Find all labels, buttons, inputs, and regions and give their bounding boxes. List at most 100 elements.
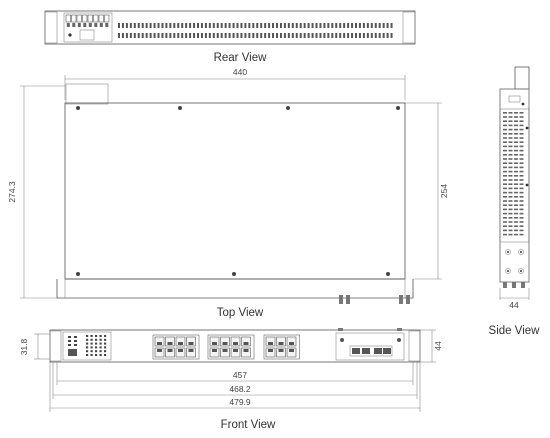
rear-vent-slot [153,33,156,38]
front-led [90,338,93,341]
side-vent-slot [514,221,518,223]
rear-vent-slot [177,33,180,38]
side-vent-slot [519,217,524,219]
side-vent-slot [508,133,513,135]
rear-vent-slot [287,33,290,38]
side-vent-slot [519,128,524,131]
front-led [86,350,89,353]
side-vent-slot [508,196,513,198]
rear-vent-slot [121,23,124,28]
rear-vent-slot [118,33,120,38]
side-vent-slot [503,233,507,236]
side-vent-slot [514,166,518,169]
side-vent-slot [503,179,507,181]
rear-vent-slot [370,23,373,28]
front-rj45-latch [167,349,173,352]
side-vent-slot [503,158,507,160]
rear-vent-slot [260,23,263,28]
side-vent-slot [508,204,513,206]
side-vent-slot [503,137,507,139]
front-rj45-latch [278,349,284,352]
front-led [90,350,93,353]
side-vent-slot [514,116,518,118]
side-vent-slot [508,187,513,190]
rear-vent-slot [291,23,294,28]
screw [286,106,290,110]
side-vent-slot [503,212,507,215]
rear-vent-slot [331,23,334,28]
dim-274-3: 274.3 [7,181,17,203]
rear-vent-slot [299,23,302,28]
front-rj45-latch [268,349,273,352]
rear-vent-slot [283,23,286,28]
dim-457: 457 [233,370,247,380]
rear-vent-slot [382,33,385,38]
rear-vent-slot [386,33,389,38]
front-rj45-latch [178,342,183,345]
rear-vent-slot [220,23,223,28]
rear-vent-slot [279,23,282,28]
top-chassis [64,102,406,280]
front-led [95,346,98,349]
rear-vent-slot [200,33,203,38]
side-vent-slot [519,183,524,185]
rear-terminal [87,14,93,23]
side-vent-slot [519,124,524,127]
front-led [90,354,93,356]
rear-vent-slot [355,23,357,28]
side-vent-slot [503,120,507,122]
rear-vent-slot [228,33,231,38]
rear-vent-slot [256,33,259,38]
side-vent-slot [503,225,507,227]
rear-vent-slot [268,33,271,38]
rear-vent-slot [137,23,140,28]
rear-vent-slot [351,33,354,38]
front-rj45-latch [222,342,228,345]
front-led-panel [62,331,112,361]
rear-vent-slot [327,23,330,28]
rear-terminal-pin [88,23,92,27]
side-vent-slot [503,154,507,156]
rear-vent-slot [133,23,136,28]
rear-vent-slot [161,33,164,38]
rear-vent-slot [272,33,275,38]
rear-vent-slot [378,23,381,28]
rear-terminal-pin [105,23,109,27]
rear-vent-slot [212,23,215,28]
rear-vent-slot [276,23,278,28]
rear-terminal [93,14,99,23]
side-vent-slot [519,137,524,139]
front-rj45-port [220,336,230,347]
rear-vent-slot [335,33,338,38]
rear-vent-slot [315,33,318,38]
front-led [99,350,102,353]
rear-terminal-pin [99,23,103,27]
front-led [86,342,89,345]
rear-vent-slot [279,33,282,38]
rear-terminal [104,14,110,23]
side-vent-slot [519,120,524,122]
front-rj45-latch [233,342,238,345]
rear-vent-slot [220,33,223,38]
side-vent-slot [514,175,518,177]
rear-vent-slot [224,33,227,38]
front-led [86,335,89,337]
side-vent-slot [508,166,513,169]
rear-vent-slot [374,23,377,28]
front-led [95,338,98,341]
side-vent-slot [514,170,518,173]
rear-vent-slot [193,23,196,28]
front-rj45-latch [233,349,238,352]
side-vent-slot [508,191,513,194]
rear-vent-slot [157,23,160,28]
screw [386,272,390,276]
side-vent-slot [514,196,518,198]
screw [76,106,80,110]
side-vent-slot [519,208,524,211]
side-vent-slot [503,124,507,127]
rear-vent-slot [121,33,124,38]
side-vent-slot [514,128,518,131]
side-ventilation-slots [503,112,524,236]
side-vent-slot [519,170,524,173]
